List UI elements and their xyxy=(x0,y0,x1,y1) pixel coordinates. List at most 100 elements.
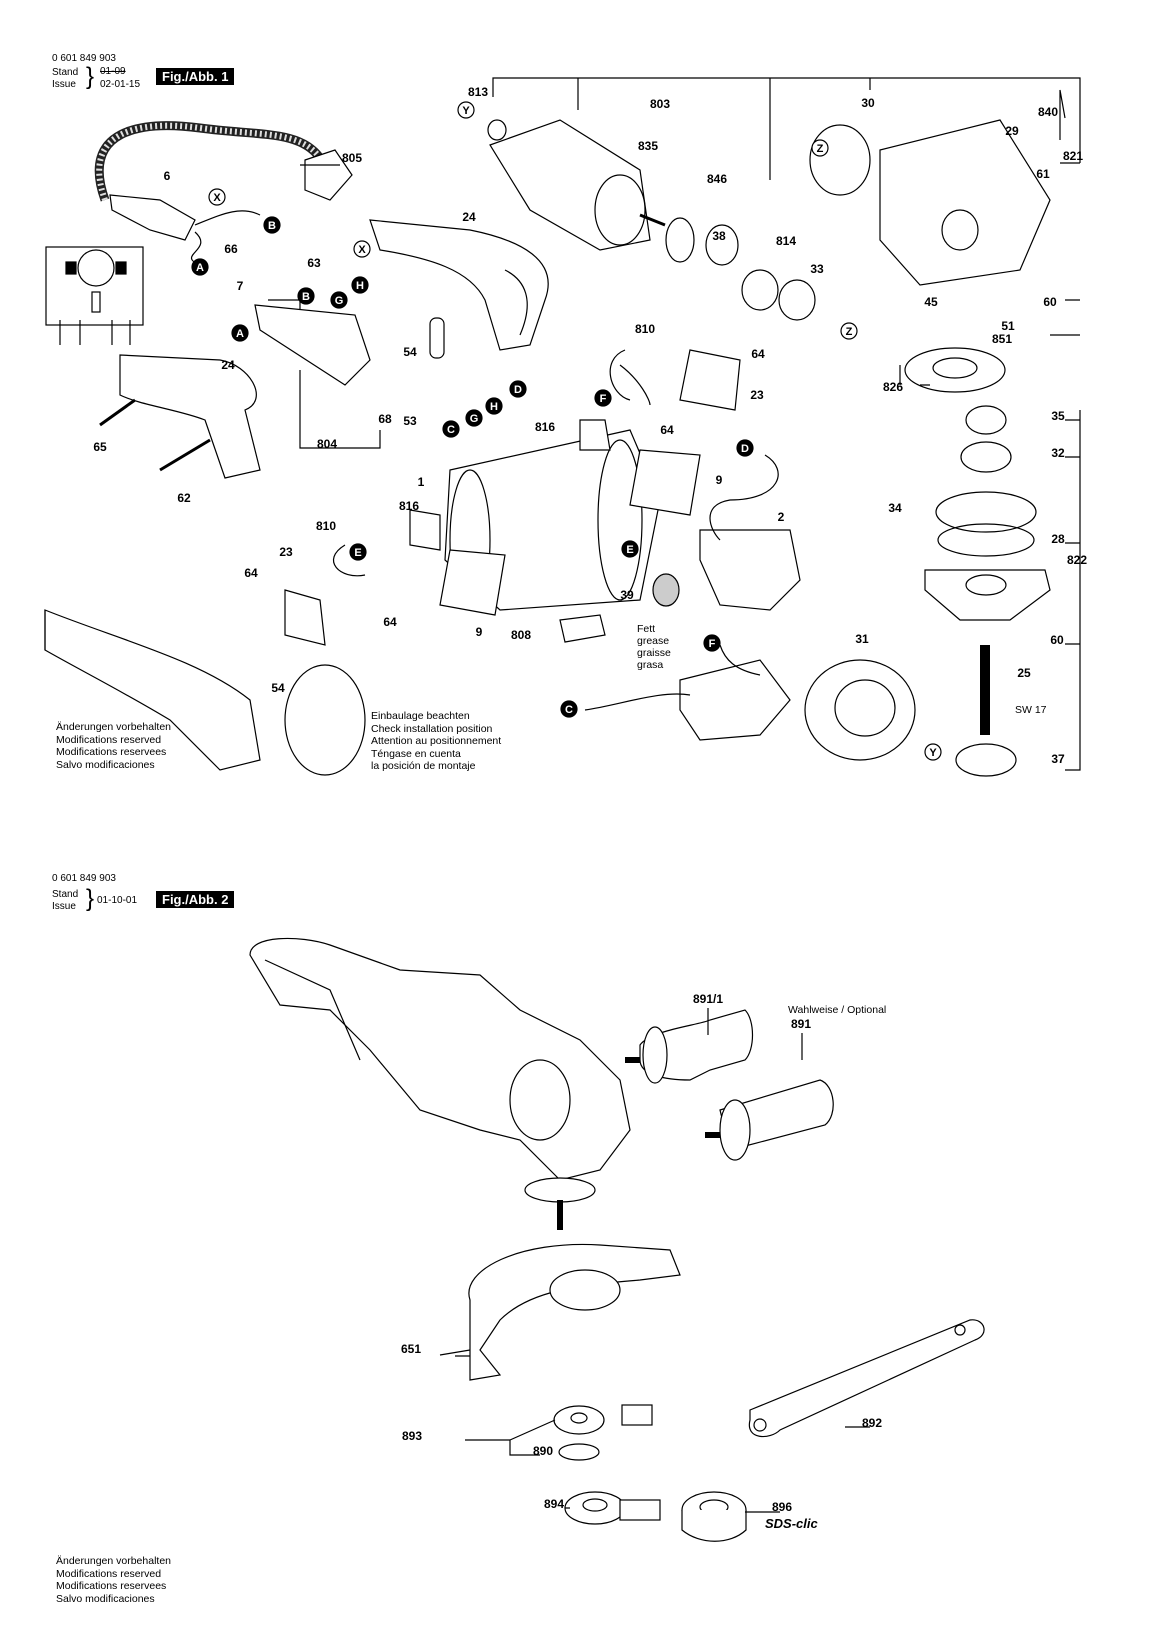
svg-text:Z: Z xyxy=(817,143,824,155)
fig1-part-53-30: 53 xyxy=(403,414,417,428)
ring-846 xyxy=(665,217,695,263)
fig2-brace: } xyxy=(86,885,95,912)
connector-E-18: E xyxy=(621,540,639,558)
fig1-part-803-1: 803 xyxy=(650,97,670,111)
fig2-stand-label: Stand xyxy=(52,889,79,900)
ring-28 xyxy=(937,523,1035,557)
fig1-part-810-42: 810 xyxy=(316,519,336,533)
wheel-guard xyxy=(468,1243,681,1381)
fig1-part-68-29: 68 xyxy=(378,412,392,426)
grinder-body xyxy=(249,937,631,1181)
connector-B-2: B xyxy=(263,216,281,234)
fig1-part-804-35: 804 xyxy=(317,437,337,451)
fig2-part-890-5: 890 xyxy=(533,1444,553,1458)
fig2-part-891-1-0: 891/1 xyxy=(693,992,723,1006)
fig1-part-39-47: 39 xyxy=(620,588,634,602)
connector-G-14: G xyxy=(465,409,483,427)
switch-block xyxy=(254,304,371,386)
capacitor xyxy=(429,317,445,359)
fig1-part-28-43: 28 xyxy=(1051,532,1065,546)
field-coil xyxy=(699,529,801,611)
grease-note-0: Fett xyxy=(637,623,655,635)
svg-text:A: A xyxy=(236,328,244,340)
connector-C-15: C xyxy=(442,420,460,438)
fig2-part-893-4: 893 xyxy=(402,1429,422,1443)
connector-Y-21: Y xyxy=(924,743,942,761)
fig1-part-66-14: 66 xyxy=(224,242,238,256)
svg-text:D: D xyxy=(514,384,522,396)
fig1-part-60-19: 60 xyxy=(1043,295,1057,309)
power-cord xyxy=(94,121,324,202)
fig2-part-891-1: 891 xyxy=(791,1017,811,1031)
svg-text:Z: Z xyxy=(846,326,853,338)
fig2-date: 01-10-01 xyxy=(97,895,138,906)
spindle-head xyxy=(524,1177,596,1203)
fig1-date-struck: 01-09 xyxy=(100,66,126,77)
fig1-part-60-52: 60 xyxy=(1050,633,1064,647)
fig1-part-32-34: 32 xyxy=(1051,446,1065,460)
o-ring-890 xyxy=(558,1443,600,1461)
fig1-part-1-38: 1 xyxy=(418,475,425,489)
fig1-stand-label: Stand xyxy=(52,67,79,78)
svg-text:B: B xyxy=(268,220,276,232)
fig1-part-65-33: 65 xyxy=(93,440,107,454)
fig1-part-61-9: 61 xyxy=(1036,167,1050,181)
fig1-part-24-25: 24 xyxy=(221,358,235,372)
spanner-pictogram-2 xyxy=(619,1499,661,1521)
spanner-pictogram xyxy=(621,1404,653,1426)
svg-text:F: F xyxy=(709,638,716,650)
connector-H-13: H xyxy=(485,397,503,415)
install-notice: Einbaulage beachten Check installation p… xyxy=(371,710,502,772)
handle-lower xyxy=(119,354,261,479)
fig1-part-64-22: 64 xyxy=(751,347,765,361)
fig2-issue-label: Issue xyxy=(52,901,76,912)
fig1-part-30-2: 30 xyxy=(861,96,875,110)
bearing-814 xyxy=(741,269,779,311)
modifications-notice-fig1: Änderungen vorbehalten Modifications res… xyxy=(56,721,172,771)
fig1-part-63-15: 63 xyxy=(307,256,321,270)
svg-text:Y: Y xyxy=(462,105,470,117)
installation-inset xyxy=(44,609,261,771)
grease-note-2: graisse xyxy=(637,647,671,659)
fig1-part-816-41: 816 xyxy=(399,499,419,513)
wiring-schematic xyxy=(45,246,144,326)
gear-housing xyxy=(879,119,1051,286)
grease-pad xyxy=(652,573,680,607)
fig1-part-54-54: 54 xyxy=(271,681,285,695)
fig1-part-33-16: 33 xyxy=(810,262,824,276)
connector-D-16: D xyxy=(736,439,754,457)
svg-text:X: X xyxy=(213,192,221,204)
fig1-part-64-48: 64 xyxy=(383,615,397,629)
svg-text:E: E xyxy=(354,547,361,559)
fig1-part-2-40: 2 xyxy=(778,510,785,524)
svg-text:D: D xyxy=(741,443,749,455)
connector-D-12: D xyxy=(509,380,527,398)
connector-F-11: F xyxy=(594,389,612,407)
svg-text:B: B xyxy=(302,291,310,303)
fig1-part-34-39: 34 xyxy=(888,501,902,515)
fig1-part-51-20: 51 xyxy=(1001,319,1015,333)
fig1-part-851-24: 851 xyxy=(992,332,1012,346)
fig1-label: Fig./Abb. 1 xyxy=(156,68,235,85)
bearing-35 xyxy=(965,405,1007,435)
label-808 xyxy=(559,614,606,643)
fig1-part-35-28: 35 xyxy=(1051,409,1065,423)
cord-strain-relief xyxy=(109,194,196,241)
connector-Z-9: Z xyxy=(840,322,858,340)
fig2-part-number: 0 601 849 903 xyxy=(52,873,116,884)
plug xyxy=(304,149,353,201)
connector-X-1: X xyxy=(208,188,226,206)
fig1-part-23-45: 23 xyxy=(279,545,293,559)
ring-32 xyxy=(960,441,1012,473)
svg-text:G: G xyxy=(470,413,479,425)
fig1-part-826-26: 826 xyxy=(883,380,903,394)
handle-upper xyxy=(369,219,549,351)
fig1-part-37-55: 37 xyxy=(1051,752,1065,766)
fig1-part-805-7: 805 xyxy=(342,151,362,165)
connector-Y-0: Y xyxy=(457,101,475,119)
nut-37 xyxy=(955,743,1017,777)
fig1-part-821-5: 821 xyxy=(1063,149,1083,163)
